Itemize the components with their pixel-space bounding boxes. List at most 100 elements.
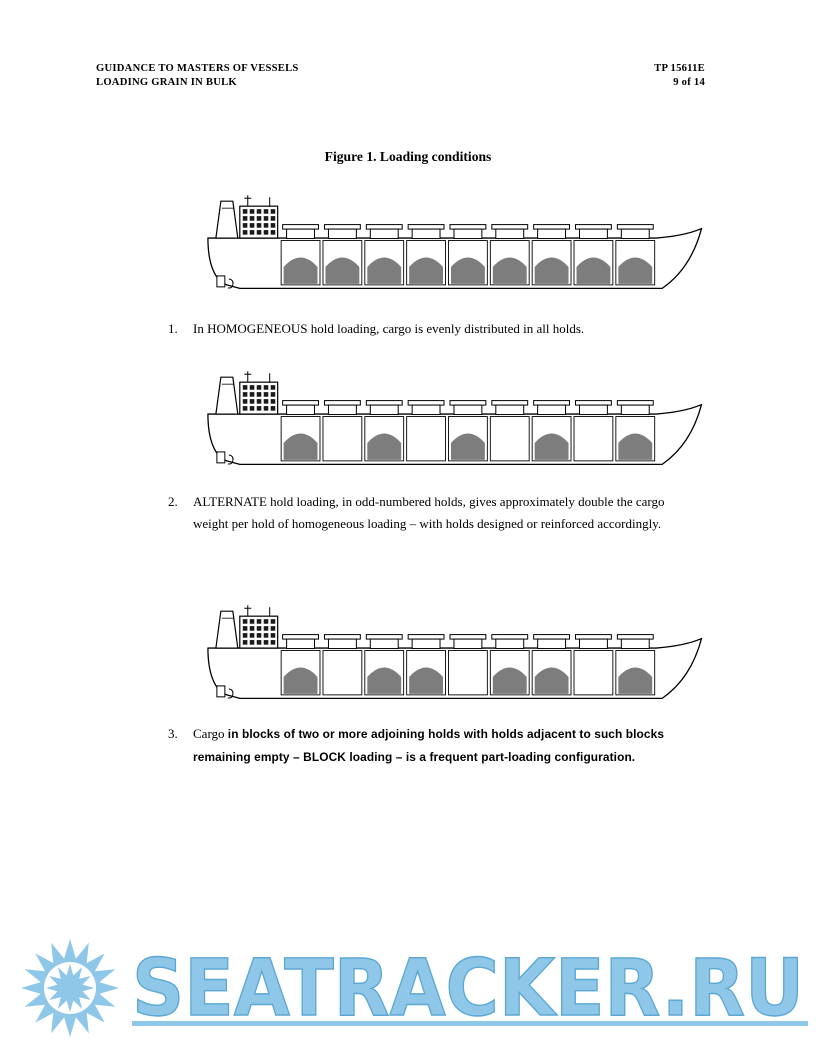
window <box>256 230 262 235</box>
grain-mound <box>618 257 653 284</box>
watermark-text: SEATRACKER.RU <box>132 944 804 1034</box>
hatch-coaming <box>453 404 483 416</box>
grain-mound <box>576 257 611 284</box>
hatch-coaming <box>620 638 650 650</box>
window <box>270 392 276 397</box>
hatch-coaming <box>411 404 441 416</box>
window <box>263 406 269 411</box>
funnel <box>215 200 239 239</box>
hatch-coaming <box>495 404 525 416</box>
hatch-cover <box>616 634 654 640</box>
window <box>270 230 276 235</box>
window <box>256 640 262 645</box>
page-header: GUIDANCE TO MASTERS OF VESSELS LOADING G… <box>96 62 705 89</box>
hatch-coaming <box>411 228 441 240</box>
window <box>270 406 276 411</box>
hatch-coaming <box>286 404 316 416</box>
funnel <box>215 610 239 649</box>
list-item-number: 2. <box>168 494 178 509</box>
window <box>270 216 276 221</box>
grain-mound <box>283 433 318 460</box>
window <box>249 633 255 638</box>
window <box>256 223 262 228</box>
watermark-underline <box>132 1021 808 1026</box>
hatch-cover <box>323 634 361 640</box>
hatch-cover <box>616 224 654 230</box>
hatch-coaming <box>286 228 316 240</box>
window <box>270 223 276 228</box>
rudder <box>216 685 226 698</box>
window <box>249 223 255 228</box>
hatch-coaming <box>327 404 357 416</box>
window <box>263 626 269 631</box>
propeller <box>227 278 234 289</box>
figure-title: Figure 1. Loading conditions <box>324 149 492 164</box>
hatch-cover <box>491 224 529 230</box>
grain-mound <box>534 433 569 460</box>
window <box>263 619 269 624</box>
list-item-text: Cargo in blocks of two or more adjoining… <box>193 723 695 769</box>
grain-mound <box>618 667 653 694</box>
hatch-coaming <box>537 228 567 240</box>
window <box>249 626 255 631</box>
window <box>242 209 248 214</box>
watermark-seatracker: SEATRACKER.RU <box>21 939 808 1037</box>
window <box>256 216 262 221</box>
hatch-coaming <box>537 638 567 650</box>
grain-mound <box>534 257 569 284</box>
hatch-coaming <box>369 404 399 416</box>
cargo-hold <box>448 650 488 696</box>
window <box>270 626 276 631</box>
list-item-text: ALTERNATE hold loading, in odd-numbered … <box>193 491 670 536</box>
window <box>256 209 262 214</box>
hatch-coaming <box>578 228 608 240</box>
window <box>242 633 248 638</box>
window <box>263 216 269 221</box>
hatch-cover <box>407 400 445 406</box>
window <box>249 209 255 214</box>
window <box>242 223 248 228</box>
cargo-hold <box>573 416 614 462</box>
hatch-cover <box>282 634 319 640</box>
header-doc-title-line2: LOADING GRAIN IN BULK <box>96 76 237 88</box>
window <box>249 640 255 645</box>
hatch-coaming <box>369 228 399 240</box>
hatch-cover <box>491 400 529 406</box>
window <box>249 216 255 221</box>
window <box>263 640 269 645</box>
window <box>270 209 276 214</box>
hatch-cover <box>533 224 571 230</box>
hatch-cover <box>616 400 654 406</box>
hatch-cover <box>533 400 571 406</box>
window <box>249 619 255 624</box>
hatch-coaming <box>327 228 357 240</box>
grain-mound <box>367 257 402 284</box>
ship-diagram-homogeneous-loading <box>207 195 703 290</box>
hatch-cover <box>449 634 487 640</box>
hatch-coaming <box>453 228 483 240</box>
item-text-normal: ALTERNATE hold loading, in odd-numbered … <box>193 494 665 531</box>
window <box>256 392 262 397</box>
grain-mound <box>325 257 360 284</box>
hatch-coaming <box>411 638 441 650</box>
window <box>256 633 262 638</box>
window <box>249 230 255 235</box>
cargo-hold <box>322 650 363 696</box>
hatch-coaming <box>495 228 525 240</box>
hatch-cover <box>449 224 487 230</box>
header-doc-number: TP 15611E <box>654 63 705 74</box>
window <box>249 385 255 390</box>
hatch-coaming <box>578 638 608 650</box>
propeller <box>227 454 234 465</box>
list-item-1: 1. In HOMOGENEOUS hold loading, cargo is… <box>168 318 708 341</box>
grain-mound <box>492 257 527 284</box>
grain-mound <box>367 667 402 694</box>
grain-mound <box>367 433 402 460</box>
hatch-cover <box>575 224 612 230</box>
window <box>256 385 262 390</box>
hatch-coaming <box>537 404 567 416</box>
window <box>263 385 269 390</box>
grain-mound <box>450 433 485 460</box>
ship-diagram-block-loading <box>207 605 703 700</box>
header-right: TP 15611E 9 of 14 <box>654 62 705 89</box>
